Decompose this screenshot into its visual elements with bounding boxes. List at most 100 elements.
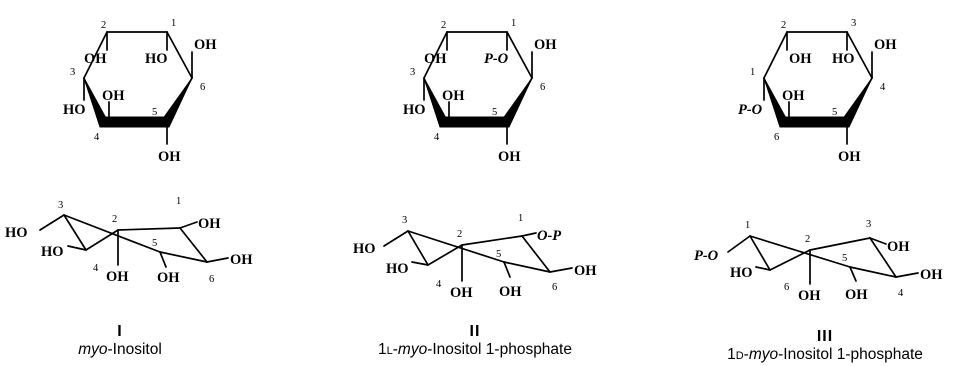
ring-bond bbox=[846, 31, 873, 79]
name-part: -Inositol bbox=[107, 341, 162, 358]
ring-bond bbox=[407, 230, 505, 263]
carbon-number: 2 bbox=[457, 229, 462, 240]
carbon-number: 2 bbox=[101, 20, 106, 31]
group-label: OH bbox=[106, 269, 129, 285]
ring-bond bbox=[166, 31, 193, 79]
ring-front-bond bbox=[439, 116, 510, 128]
ring-bond bbox=[407, 230, 429, 266]
name-smallcaps-part: D bbox=[735, 350, 744, 362]
substituent-bond bbox=[895, 272, 919, 278]
group-label: HO bbox=[353, 241, 376, 257]
caption-compound-2: II 1L-myo-Inositol 1-phosphate bbox=[340, 323, 610, 359]
group-label: HO bbox=[403, 102, 426, 118]
carbon-number: 1 bbox=[171, 18, 176, 29]
group-label: HO bbox=[145, 51, 168, 67]
carbon-number: 1 bbox=[176, 196, 181, 207]
compound-1-chair: HO HO OH OH OH OH 3 2 1 4 5 6 bbox=[5, 196, 253, 286]
carbon-number: 1 bbox=[518, 213, 523, 224]
carbon-number: 5 bbox=[152, 238, 157, 249]
name-smallcaps-part: L bbox=[386, 345, 393, 357]
ring-bond bbox=[179, 227, 208, 263]
group-label: HO bbox=[832, 51, 855, 67]
ring-bond bbox=[83, 31, 108, 79]
carbon-number: 2 bbox=[441, 20, 446, 31]
caption-compound-1: I myo-Inositol bbox=[40, 323, 200, 359]
ring-wedge-bond bbox=[83, 77, 108, 128]
carbon-number: 4 bbox=[434, 132, 440, 143]
substituent-bond bbox=[755, 266, 771, 271]
substituent-bond bbox=[521, 232, 537, 237]
ring-wedge-bond bbox=[161, 77, 193, 128]
ring-wedge-bond bbox=[423, 77, 448, 128]
group-label: HO bbox=[5, 225, 28, 241]
carbon-number: 5 bbox=[842, 253, 847, 264]
ring-bond bbox=[749, 235, 771, 271]
name-italic-part: myo bbox=[748, 346, 779, 363]
group-label: OH bbox=[194, 37, 217, 53]
carbon-number: 5 bbox=[832, 107, 837, 118]
group-label: OH bbox=[887, 239, 910, 255]
ring-bond bbox=[763, 31, 788, 79]
ring-bond bbox=[869, 237, 897, 278]
ring-bond bbox=[423, 31, 448, 79]
group-label: OH bbox=[158, 149, 181, 165]
substituent-bond bbox=[549, 267, 573, 273]
substituent-bond bbox=[503, 261, 511, 278]
carbon-number: 6 bbox=[540, 82, 545, 93]
substituent-bond bbox=[206, 257, 229, 263]
compound-roman-numeral: III bbox=[816, 328, 834, 345]
substituent-bond bbox=[179, 221, 198, 229]
group-label: OH bbox=[157, 270, 180, 286]
group-label: OH bbox=[574, 263, 597, 279]
ring-bond bbox=[159, 251, 208, 263]
group-label: OH bbox=[498, 149, 521, 165]
group-label: HO bbox=[63, 102, 86, 118]
compound-name: 1D-myo-Inositol 1-phosphate bbox=[690, 346, 960, 364]
ring-bond bbox=[506, 31, 533, 79]
carbon-number: 3 bbox=[402, 215, 407, 226]
group-label: OH bbox=[534, 37, 557, 53]
name-part: 1 bbox=[727, 346, 736, 363]
name-italic-part: myo bbox=[78, 341, 108, 358]
carbon-number: 2 bbox=[112, 214, 117, 225]
phosphate-label: O-P bbox=[537, 228, 561, 244]
group-label: OH bbox=[424, 51, 447, 67]
ring-wedge-bond bbox=[763, 77, 788, 128]
group-label: HO bbox=[730, 265, 753, 281]
phosphate-label: P-O bbox=[484, 51, 509, 67]
name-italic-part: myo bbox=[397, 341, 428, 358]
carbon-number: 2 bbox=[781, 20, 786, 31]
carbon-number: 6 bbox=[209, 274, 214, 285]
name-part: -Inositol 1-phosphate bbox=[778, 346, 923, 363]
substituent-bond bbox=[727, 235, 751, 253]
group-label: OH bbox=[845, 287, 868, 303]
ring-wedge-bond bbox=[501, 77, 533, 128]
carbon-number: 3 bbox=[866, 219, 871, 230]
group-label: OH bbox=[920, 267, 943, 283]
compound-roman-numeral: I bbox=[117, 323, 123, 340]
group-label: OH bbox=[499, 284, 522, 300]
ring-bond bbox=[85, 229, 119, 251]
carbon-number: 5 bbox=[496, 249, 501, 260]
carbon-number: 4 bbox=[93, 263, 99, 274]
ring-wedge-bond bbox=[841, 77, 873, 128]
carbon-number: 1 bbox=[750, 67, 755, 78]
ring-bond bbox=[503, 261, 551, 273]
compound-name: myo-Inositol bbox=[40, 341, 200, 359]
ring-bond bbox=[461, 235, 523, 246]
group-label: OH bbox=[442, 88, 465, 104]
compound-2-chair: HO HO OH O-P OH OH 3 2 1 4 5 6 bbox=[353, 213, 597, 301]
name-part: - bbox=[392, 341, 398, 358]
group-label: HO bbox=[386, 261, 409, 277]
carbon-number: 3 bbox=[410, 67, 415, 78]
compound-3-haworth-ring: OH HO OH P-O OH OH 2 3 1 4 6 5 bbox=[738, 18, 897, 165]
carbon-number: 6 bbox=[200, 82, 205, 93]
carbon-number: 2 bbox=[805, 234, 810, 245]
ring-front-bond bbox=[779, 116, 850, 128]
group-label: HO bbox=[41, 244, 64, 260]
carbon-number: 4 bbox=[94, 132, 100, 143]
carbon-number: 1 bbox=[511, 18, 516, 29]
substituent-bond bbox=[39, 214, 65, 231]
carbon-number: 1 bbox=[745, 220, 750, 231]
